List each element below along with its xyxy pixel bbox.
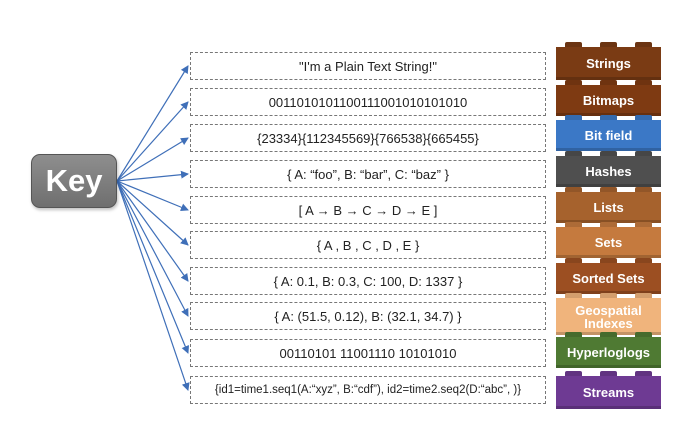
value-box: {id1=time1.seq1(A:“xyz”, B:“cdf”), id2=t… <box>190 376 546 404</box>
brick-stud <box>635 332 652 337</box>
value-text: 0011010101100111001010101010 <box>268 94 468 110</box>
brick-stud <box>600 258 617 263</box>
key-to-value-arrow <box>116 65 189 182</box>
brick-stud <box>635 80 652 85</box>
value-text: { A: 0.1, B: 0.3, C: 100, D: 1337 } <box>273 273 463 289</box>
brick-stud <box>635 293 652 298</box>
brick-stud <box>600 187 617 192</box>
type-label: Sorted Sets <box>572 271 645 286</box>
brick-stud <box>635 42 652 47</box>
type-label: Hashes <box>585 164 632 179</box>
key-to-value-arrow <box>116 180 190 354</box>
brick-stud <box>565 332 582 337</box>
type-label: Hyperloglogs <box>566 345 651 360</box>
brick-stud <box>635 115 652 120</box>
value-text: { A: “foo”, B: “bar”, C: “baz” } <box>287 166 449 182</box>
type-label-brick: Hashes <box>556 151 661 187</box>
type-label: Strings <box>586 56 631 71</box>
key-to-value-arrow <box>116 180 190 391</box>
key-to-value-arrow <box>116 170 189 182</box>
key-to-value-arrow <box>116 180 189 246</box>
type-label: Bit field <box>584 128 633 143</box>
type-label: Lists <box>593 200 624 215</box>
type-label: Sets <box>594 235 623 250</box>
value-text: {23334}{112345569}{766538}{665455} <box>257 130 479 146</box>
type-label: Geospatial Indexes <box>575 302 642 331</box>
type-label-brick: Geospatial Indexes <box>556 293 661 335</box>
type-label: Streams <box>582 385 635 400</box>
brick-stud <box>565 80 582 85</box>
key-to-value-arrow <box>116 180 189 317</box>
value-text: {id1=time1.seq1(A:“xyz”, B:“cdf”), id2=t… <box>214 384 522 396</box>
brick-stud <box>600 332 617 337</box>
type-label-brick: Bit field <box>556 115 661 151</box>
brick-stud <box>635 258 652 263</box>
brick-stud <box>565 115 582 120</box>
brick-stud <box>635 151 652 156</box>
type-label-brick: Sorted Sets <box>556 258 661 294</box>
key-node: Key <box>31 154 117 208</box>
brick-stud <box>600 222 617 227</box>
value-text: [ A → B → C → D → E ] <box>298 202 438 218</box>
type-label-brick: Streams <box>556 371 661 409</box>
brick-stud <box>635 187 652 192</box>
key-to-value-arrow <box>116 137 189 182</box>
value-box: { A: 0.1, B: 0.3, C: 100, D: 1337 } <box>190 267 546 295</box>
value-box: { A , B , C , D , E } <box>190 231 546 259</box>
key-to-value-arrow <box>116 180 189 212</box>
value-box: "I'm a Plain Text String!" <box>190 52 546 80</box>
type-label-brick: Bitmaps <box>556 80 661 116</box>
brick-stud <box>600 42 617 47</box>
value-box: { A: (51.5, 0.12), B: (32.1, 34.7) } <box>190 302 546 330</box>
value-box: 0011010101100111001010101010 <box>190 88 546 116</box>
brick-stud <box>565 151 582 156</box>
value-box: {23334}{112345569}{766538}{665455} <box>190 124 546 152</box>
brick-stud <box>635 222 652 227</box>
value-text: 00110101 11001110 10101010 <box>279 345 457 361</box>
type-label-brick: Sets <box>556 222 661 258</box>
value-text: "I'm a Plain Text String!" <box>299 58 437 74</box>
value-box: 00110101 11001110 10101010 <box>190 339 546 367</box>
value-text: { A , B , C , D , E } <box>316 237 420 253</box>
brick-stud <box>565 222 582 227</box>
brick-stud <box>565 258 582 263</box>
key-label: Key <box>45 163 103 198</box>
brick-stud <box>600 80 617 85</box>
key-to-value-arrow <box>116 180 189 282</box>
key-to-value-arrow <box>116 101 189 182</box>
brick-stud <box>565 187 582 192</box>
brick-stud <box>565 42 582 47</box>
brick-stud <box>600 293 617 298</box>
type-label-brick: Strings <box>556 42 661 80</box>
type-label: Bitmaps <box>582 93 635 108</box>
brick-stud <box>600 115 617 120</box>
brick-stud <box>600 371 617 376</box>
value-box: { A: “foo”, B: “bar”, C: “baz” } <box>190 160 546 188</box>
type-label-brick: Hyperloglogs <box>556 332 661 368</box>
type-label-brick: Lists <box>556 187 661 223</box>
brick-stud <box>635 371 652 376</box>
brick-stud <box>600 151 617 156</box>
value-text: { A: (51.5, 0.12), B: (32.1, 34.7) } <box>274 308 462 324</box>
value-box: [ A → B → C → D → E ] <box>190 196 546 224</box>
brick-stud <box>565 371 582 376</box>
brick-stud <box>565 293 582 298</box>
